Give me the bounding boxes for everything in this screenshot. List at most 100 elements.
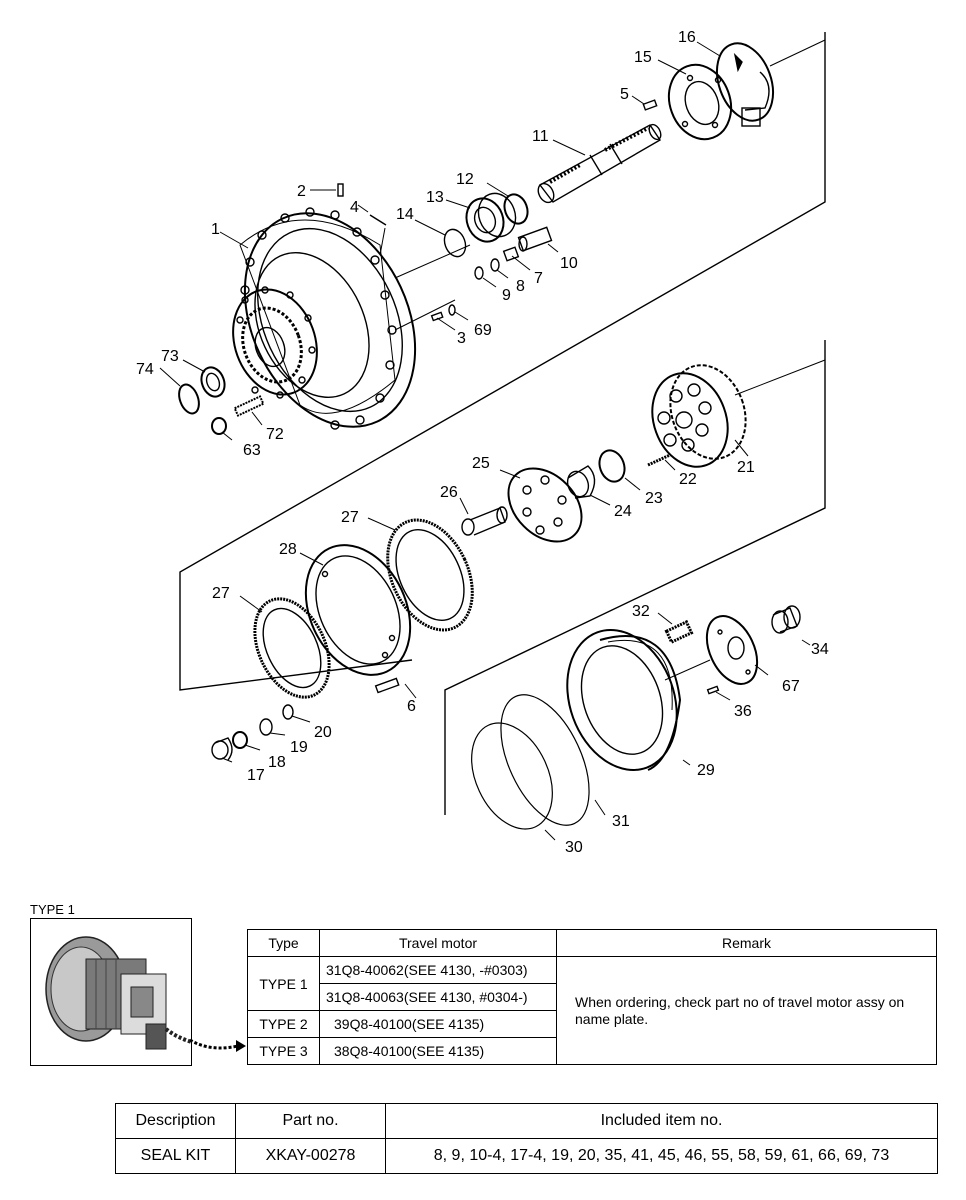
callout-17: 17	[247, 767, 265, 784]
upper-group-frame	[179, 32, 826, 691]
travel-motor-illustration	[31, 919, 191, 1065]
callout-14: 14	[396, 206, 414, 223]
part-74-snap-ring	[178, 383, 200, 415]
callout-30: 30	[565, 839, 583, 856]
callout-6: 6	[407, 698, 416, 715]
callout-74: 74	[136, 361, 154, 378]
type-2-cell: TYPE 2	[247, 1010, 320, 1038]
part-16-cover	[715, 42, 775, 127]
callout-15: 15	[634, 49, 652, 66]
callout-25: 25	[472, 455, 490, 472]
part-6-pin	[374, 677, 400, 694]
seal-kit-part-no: XKAY-00278	[235, 1138, 386, 1174]
header-part-no: Part no.	[235, 1103, 386, 1139]
photo-arrow	[190, 1038, 246, 1052]
part-67-valve-plate	[705, 615, 759, 685]
callout-20: 20	[314, 724, 332, 741]
callout-5: 5	[620, 86, 629, 103]
part-30-backup-ring	[471, 722, 553, 830]
housing-part	[232, 207, 417, 430]
header-remark: Remark	[556, 929, 937, 957]
part-14-snap-ring	[443, 228, 467, 258]
middle-group-frame	[444, 340, 826, 815]
part-2-plug	[337, 183, 344, 197]
callout-34: 34	[811, 641, 829, 658]
callout-72: 72	[266, 426, 284, 443]
part-12-ring	[503, 193, 529, 225]
type-1-motor-b: 31Q8-40063(SEE 4130, #0304-)	[319, 983, 557, 1011]
part-9-oring	[474, 266, 484, 280]
exploded-parts-diagram: 1 2 3 4 5 6 7 8 9 10 11 12 13 14 15 16 1…	[136, 29, 829, 856]
part-22-spring	[647, 453, 671, 467]
callout-69: 69	[474, 322, 492, 339]
callout-27b: 27	[212, 585, 230, 602]
callout-16: 16	[678, 29, 696, 46]
callout-24: 24	[614, 503, 632, 520]
type-3-cell: TYPE 3	[247, 1037, 320, 1065]
callout-12: 12	[456, 171, 474, 188]
callout-9: 9	[502, 287, 511, 304]
part-31-oring	[500, 694, 590, 826]
type-1-motor-a: 31Q8-40062(SEE 4130, -#0303)	[319, 956, 557, 984]
seal-kit-items: 8, 9, 10-4, 17-4, 19, 20, 35, 41, 45, 46…	[385, 1138, 938, 1174]
part-25-retainer-plate	[507, 467, 583, 543]
callout-8: 8	[516, 278, 525, 295]
part-24-spherical-bushing	[566, 465, 596, 499]
header-type: Type	[247, 929, 320, 957]
part-21-cylinder-block	[651, 359, 826, 468]
callout-29: 29	[697, 762, 715, 779]
callout-7: 7	[534, 270, 543, 287]
part-23-ring	[598, 449, 626, 483]
callout-19: 19	[290, 739, 308, 756]
part-34-needle-bearing	[771, 605, 801, 634]
callout-leader-lines	[159, 41, 811, 841]
part-27-friction-plate-lower	[253, 597, 331, 699]
type-caption: TYPE 1	[30, 902, 75, 917]
part-15-flange	[667, 63, 733, 141]
header-included-items: Included item no.	[385, 1103, 938, 1139]
part-18-plug	[232, 731, 248, 749]
seal-kit-table: Description Part no. Included item no. S…	[115, 1103, 938, 1174]
part-17-plug	[211, 737, 233, 761]
part-29-brake-piston	[566, 629, 682, 771]
callout-28: 28	[279, 541, 297, 558]
part-26-piston	[461, 506, 508, 536]
callout-21: 21	[737, 459, 755, 476]
part-3-pin	[430, 311, 444, 322]
type-1-cell: TYPE 1	[247, 956, 320, 1011]
header-travel-motor: Travel motor	[319, 929, 557, 957]
part-19-oring	[259, 718, 273, 736]
callout-22: 22	[679, 471, 697, 488]
part-20-oring	[282, 704, 294, 720]
callout-73: 73	[161, 348, 179, 365]
part-13-bearing	[465, 192, 517, 243]
callout-32: 32	[632, 603, 650, 620]
callout-31: 31	[612, 813, 630, 830]
callout-27a: 27	[341, 509, 359, 526]
callout-63: 63	[243, 442, 261, 459]
part-36-pin	[706, 685, 720, 695]
callout-36: 36	[734, 703, 752, 720]
callout-labels: 1 2 3 4 5 6 7 8 9 10 11 12 13 14 15 16 1…	[136, 29, 829, 856]
header-description: Description	[115, 1103, 236, 1139]
part-27-friction-plate-upper	[386, 518, 474, 632]
callout-23: 23	[645, 490, 663, 507]
part-72-spring	[233, 395, 265, 417]
part-28-separator-plate	[304, 544, 412, 676]
seal-kit-description: SEAL KIT	[115, 1138, 236, 1174]
callout-2: 2	[297, 183, 306, 200]
callout-13: 13	[426, 189, 444, 206]
callout-11: 11	[532, 128, 549, 145]
part-10-relief-valve	[517, 226, 553, 252]
part-69-oring	[448, 304, 456, 316]
callout-3: 3	[457, 330, 466, 347]
part-63-plug	[211, 417, 227, 435]
callout-10: 10	[560, 255, 578, 272]
callout-4: 4	[350, 199, 359, 216]
remark-cell: When ordering, check part no of travel m…	[556, 956, 937, 1065]
part-32-spring	[664, 619, 694, 645]
travel-motor-table: Type Travel motor Remark TYPE 1 31Q8-400…	[247, 929, 937, 1065]
part-5-pin	[642, 99, 658, 111]
callout-18: 18	[268, 754, 286, 771]
part-7-plug	[502, 246, 520, 262]
